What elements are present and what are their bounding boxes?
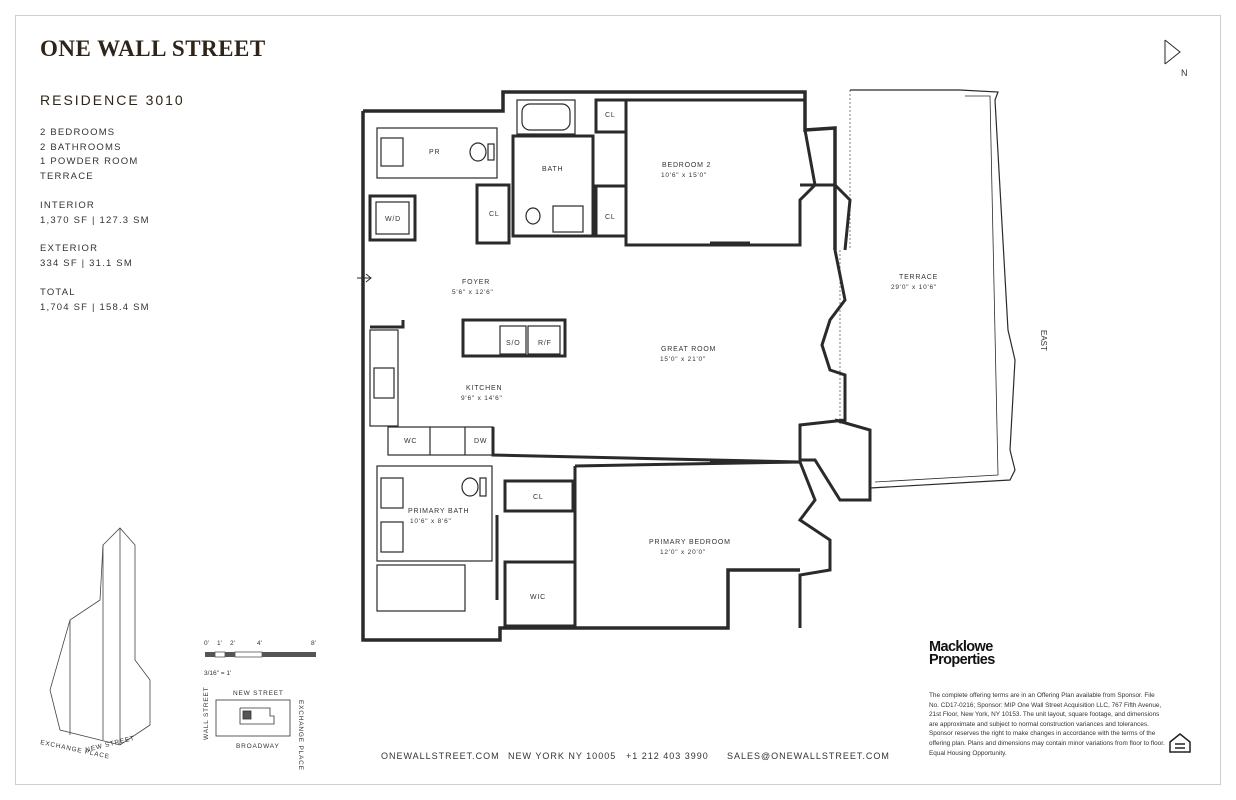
scale-ratio: 3/16" = 1' [204, 670, 232, 677]
label-rf: R/F [538, 340, 552, 347]
label-cl: CL [605, 214, 616, 221]
scale-tick: 8' [311, 640, 316, 647]
closet [594, 184, 628, 238]
footer-address: NEW YORK NY 10005 [508, 751, 617, 761]
feature-item: 2 BEDROOMS [40, 127, 116, 138]
label-great-room: GREAT ROOM [661, 346, 716, 353]
scale-tick: 2' [230, 640, 235, 647]
label-wc: WC [404, 438, 417, 445]
label-cl: CL [605, 112, 616, 119]
primary-bedroom-walls [574, 460, 832, 628]
interior-label: INTERIOR [40, 200, 95, 211]
developer-line: Properties [929, 652, 995, 668]
label-cl: CL [489, 211, 500, 218]
scale-tick: 0' [204, 640, 209, 647]
exterior-block: EXTERIOR 334 SF | 31.1 SM [40, 242, 133, 271]
label-so: S/O [506, 340, 520, 347]
label-primary-bath: PRIMARY BATH [408, 508, 469, 515]
kitchen-counter [369, 329, 399, 427]
label-dw: DW [474, 438, 487, 445]
key-plan [215, 699, 291, 737]
terrace-outline [850, 89, 1016, 489]
feature-item: TERRACE [40, 170, 94, 182]
total-value: 1,704 SF | 158.4 SM [40, 301, 150, 313]
feature-item: 2 BATHROOMS [40, 141, 122, 153]
label-terrace: TERRACE [899, 274, 938, 281]
building-illustration [49, 527, 151, 746]
dim-kitchen: 9'6" x 14'6" [461, 395, 503, 402]
brand-title: ONE WALL STREET [40, 36, 266, 61]
closet [475, 183, 511, 245]
total-label: TOTAL [40, 287, 76, 298]
scale-bar [205, 651, 316, 658]
footer-phone[interactable]: +1 212 403 3990 [626, 751, 709, 761]
label-wd: W/D [385, 216, 401, 223]
outer-wall [361, 111, 800, 642]
outer-wall [363, 90, 837, 250]
east-label: EAST [1037, 330, 1049, 355]
scale-tick: 1' [217, 640, 222, 647]
label-bath: BATH [542, 166, 563, 173]
closet [503, 479, 575, 513]
label-pr: PR [429, 149, 440, 156]
total-block: TOTAL 1,704 SF | 158.4 SM [40, 286, 150, 315]
label-cl: CL [533, 494, 544, 501]
compass-label: N [1181, 68, 1188, 78]
compass-icon [1164, 39, 1181, 65]
dim-primary-bedroom: 12'0" x 20'0" [660, 549, 706, 556]
dim-great-room: 15'0" x 21'0" [660, 356, 706, 363]
dim-terrace: 29'0" x 10'6" [891, 284, 937, 291]
footer-website[interactable]: ONEWALLSTREET.COM [381, 751, 500, 761]
legal-disclaimer: The complete offering terms are in an Of… [929, 692, 1165, 757]
label-foyer: FOYER [462, 279, 490, 286]
dim-primary-bath: 10'6" x 8'6" [410, 518, 452, 525]
residence-title: RESIDENCE 3010 [40, 92, 185, 108]
primary-bath [376, 465, 493, 562]
powder-room [376, 127, 498, 179]
wd-closet [368, 194, 417, 242]
page-frame [15, 15, 1221, 785]
interior-value: 1,370 SF | 127.3 SM [40, 214, 150, 226]
keyplan-south: BROADWAY [236, 743, 280, 750]
label-bedroom-2: BEDROOM 2 [662, 162, 711, 169]
developer-logo: Macklowe Properties [929, 639, 995, 668]
label-primary-bedroom: PRIMARY BEDROOM [649, 539, 731, 546]
bedroom-2-walls [624, 98, 817, 247]
interior-block: INTERIOR 1,370 SF | 127.3 SM [40, 199, 150, 228]
footer-email[interactable]: SALES@ONEWALLSTREET.COM [727, 751, 890, 761]
equal-housing-icon [1169, 733, 1191, 753]
keyplan-east: EXCHANGE PLACE [297, 700, 304, 771]
dim-bedroom-2: 10'6" x 15'0" [661, 172, 707, 179]
exterior-value: 334 SF | 31.1 SM [40, 257, 133, 269]
features-list: 2 BEDROOMS 2 BATHROOMS 1 POWDER ROOM TER… [40, 126, 138, 184]
kitchen-island [461, 318, 567, 358]
keyplan-north: NEW STREET [233, 690, 284, 697]
developer-line: Macklowe [929, 639, 993, 655]
scale-tick: 4' [257, 640, 262, 647]
dim-foyer: 5'6" x 12'6" [452, 289, 494, 296]
east-text: EAST [1039, 330, 1048, 351]
keyplan-west: WALL STREET [203, 687, 210, 740]
bath [511, 134, 595, 238]
label-kitchen: KITCHEN [466, 385, 502, 392]
exterior-label: EXTERIOR [40, 243, 99, 254]
feature-item: 1 POWDER ROOM [40, 156, 139, 167]
label-wic: WIC [530, 594, 546, 601]
